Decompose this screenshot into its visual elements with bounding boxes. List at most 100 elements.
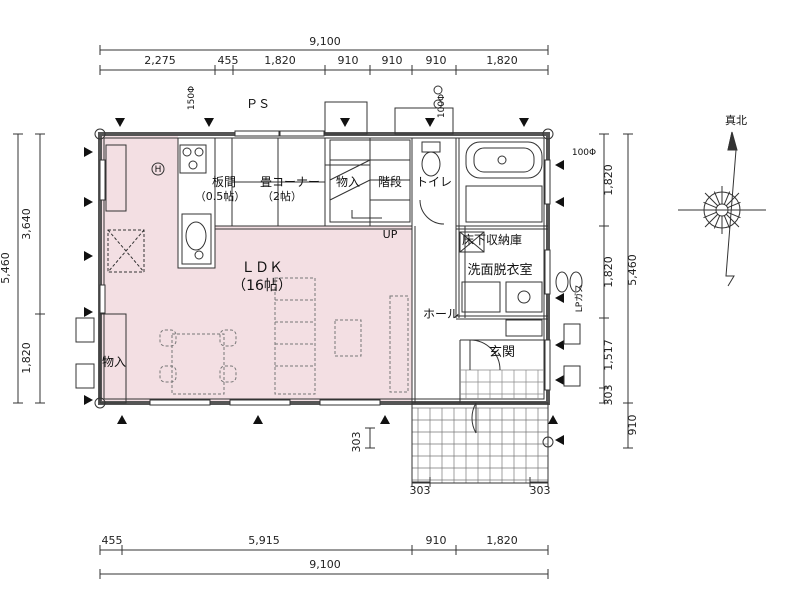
marker-triangle — [84, 147, 93, 157]
compass-ray — [713, 215, 721, 229]
dim-bottom-total: 9,100 — [309, 558, 341, 571]
dim-top-seg-4: 910 — [338, 54, 359, 67]
washroom-fixtures — [459, 231, 543, 337]
lp-gas-tank — [555, 271, 569, 293]
dim-left-seg-2: 1,820 — [20, 342, 33, 374]
lp-gas-tank-2 — [569, 271, 583, 293]
lp-gas-label: LPガス — [574, 284, 585, 312]
pipe-circle — [433, 85, 443, 95]
porch-outline — [411, 402, 549, 484]
pipe-150-label: 150Φ — [187, 86, 197, 110]
room-hall: ホール — [423, 307, 459, 321]
dim-left-seg-1: 3,640 — [20, 208, 33, 240]
marker-triangle — [380, 415, 390, 424]
kitchen-fixtures — [105, 144, 207, 273]
marker-triangle — [84, 251, 93, 261]
ldk-furniture — [159, 277, 409, 395]
outdoor-units — [75, 317, 581, 389]
dim-top-seg-7: 1,820 — [486, 54, 518, 67]
marker-triangle — [555, 197, 564, 207]
dim-right-seg-3: 1,517 — [602, 339, 615, 371]
compass-ray — [723, 191, 731, 205]
dim-top-seg-2: 455 — [218, 54, 239, 67]
porch-grid — [412, 407, 548, 483]
north-label: 真北 — [725, 113, 747, 127]
marker-triangle — [555, 160, 564, 170]
pipe-circle-2 — [433, 99, 443, 109]
stairs-drawing — [329, 139, 411, 223]
dim-right-seg-1: 1,820 — [602, 164, 615, 196]
marker-triangle — [84, 395, 93, 405]
toilet-fixture — [421, 141, 441, 177]
dim-right-seg-4: 303 — [602, 385, 615, 406]
up-label: UP — [383, 228, 398, 241]
dim-bottom-seg-4: 1,820 — [486, 534, 518, 547]
h-mark: H — [155, 165, 162, 175]
dim-porch-bottom-right: 303 — [530, 484, 551, 497]
room-entrance: 玄関 — [489, 345, 515, 360]
room-itama-size: （0.5帖） — [195, 190, 246, 203]
dim-bottom-seg-1: 455 — [102, 534, 123, 547]
bath-fixture — [465, 141, 543, 223]
dim-right-total: 5,460 — [626, 254, 639, 286]
dim-left-total: 5,460 — [0, 252, 12, 284]
marker-triangle — [425, 118, 435, 127]
corner-columns — [94, 128, 554, 448]
compass-ray — [727, 211, 741, 219]
h-mark-circle — [151, 162, 165, 176]
entrance-grid — [460, 369, 544, 399]
compass-icon — [678, 131, 766, 287]
marker-triangle — [84, 307, 93, 317]
compass-ray — [723, 215, 731, 229]
room-ldk-size: （16帖） — [232, 278, 292, 294]
dim-top-seg-3: 1,820 — [264, 54, 296, 67]
marker-triangle — [84, 197, 93, 207]
marker-triangle — [519, 118, 529, 127]
compass-ray — [703, 211, 717, 219]
marker-triangle — [555, 340, 564, 350]
dim-right-seg-5: 910 — [626, 415, 639, 436]
marker-triangle — [555, 293, 564, 303]
room-toilet: トイレ — [416, 175, 452, 189]
dim-porch-left: 303 — [350, 432, 363, 453]
marker-triangle — [204, 118, 214, 127]
dim-right-seg-2: 1,820 — [602, 256, 615, 288]
marker-triangle — [555, 375, 564, 385]
dim-top-seg-6: 910 — [426, 54, 447, 67]
marker-triangle — [548, 415, 558, 424]
room-storage-left: 物入 — [102, 355, 126, 369]
room-ldk-name: ＬＤＫ — [241, 260, 283, 276]
dim-bottom-seg-3: 910 — [426, 534, 447, 547]
room-floor-storage: 床下収納庫 — [462, 233, 522, 247]
marker-triangle — [117, 415, 127, 424]
compass-ray — [704, 213, 719, 228]
compass-ray — [725, 213, 740, 228]
dim-porch-bottom-left: 303 — [410, 484, 431, 497]
compass-north-arrow — [727, 131, 738, 151]
room-tatami-size: （2帖） — [262, 190, 302, 203]
marker-triangle — [555, 435, 564, 445]
compass-ray — [703, 201, 717, 209]
marker-triangle — [340, 118, 350, 127]
dim-top-seg-5: 910 — [382, 54, 403, 67]
compass-ray — [727, 201, 741, 209]
doors — [419, 199, 501, 434]
ps-label: ＰＳ — [246, 97, 270, 111]
dimension-lines — [13, 45, 633, 579]
marker-triangle — [115, 118, 125, 127]
dim-top-total: 9,100 — [309, 35, 341, 48]
compass-ray — [713, 191, 721, 205]
pipe-100-right-label: 100Φ — [572, 148, 596, 158]
room-tatami: 畳コーナー — [260, 175, 320, 189]
room-itama: 板間 — [212, 175, 236, 189]
marker-triangle — [253, 415, 263, 424]
compass-ray — [725, 192, 740, 207]
room-washroom: 洗面脱衣室 — [467, 262, 532, 278]
dim-top-seg-1: 2,275 — [144, 54, 176, 67]
room-storage-top: 物入 — [336, 175, 360, 189]
room-stairs: 階段 — [378, 174, 402, 189]
windows — [99, 101, 551, 406]
compass-ray — [704, 192, 719, 207]
markers — [84, 118, 564, 445]
